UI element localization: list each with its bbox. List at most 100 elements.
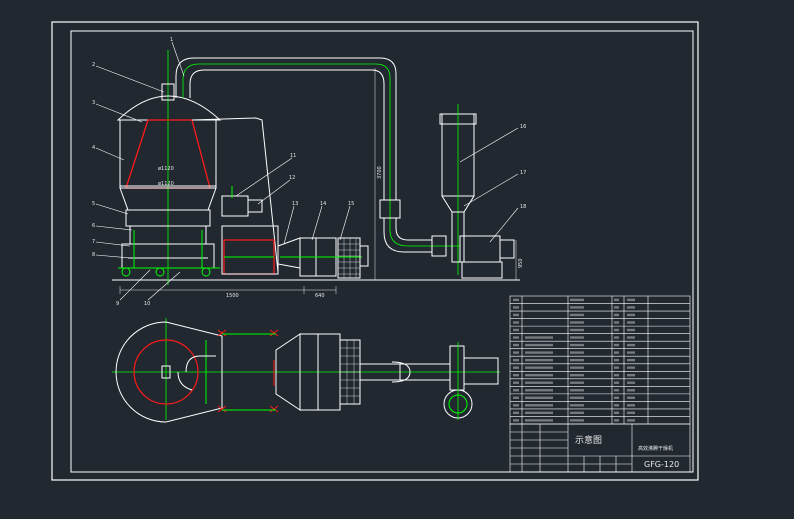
parts-row-mark [570, 313, 584, 317]
dimension-lines [119, 68, 517, 294]
parts-row-mark [513, 389, 519, 392]
svg-text:1: 1 [170, 37, 173, 43]
model-code: GFG-120 [644, 460, 679, 469]
dim-height-duct: 3700 [377, 166, 383, 179]
parts-row-mark [627, 404, 635, 407]
parts-row-mark [627, 336, 635, 339]
parts-row-mark [513, 321, 519, 324]
parts-row-mark [513, 298, 519, 302]
parts-row-mark [525, 404, 553, 407]
parts-row-mark [513, 328, 519, 332]
parts-row-mark [525, 389, 553, 392]
parts-row-mark [525, 381, 553, 384]
parts-list-filler-text [513, 298, 635, 422]
svg-text:8: 8 [92, 252, 95, 258]
parts-row-mark [525, 411, 553, 415]
svg-text:7: 7 [92, 239, 95, 245]
parts-row-mark [513, 366, 519, 369]
title-block [509, 423, 691, 473]
parts-row-mark [525, 373, 553, 377]
cart-wheels [121, 267, 211, 277]
svg-text:17: 17 [520, 170, 526, 176]
svg-text:13: 13 [292, 201, 298, 207]
parts-row-mark [627, 313, 635, 317]
parts-row-mark [627, 306, 635, 309]
inner-border [70, 30, 694, 473]
svg-text:18: 18 [520, 204, 526, 210]
parts-row-mark [614, 389, 619, 392]
svg-text:6: 6 [92, 223, 95, 229]
parts-row-mark [570, 351, 584, 354]
parts-row-mark [627, 389, 635, 392]
parts-row-mark [627, 411, 635, 415]
svg-text:16: 16 [520, 124, 526, 130]
svg-text:12: 12 [289, 175, 295, 181]
parts-row-mark [570, 404, 584, 407]
parts-row-mark [513, 358, 519, 362]
parts-row-mark [525, 366, 553, 369]
parts-row-mark [570, 381, 584, 384]
parts-row-mark [513, 396, 519, 399]
parts-row-mark [513, 404, 519, 407]
parts-row-mark [570, 321, 584, 324]
parts-row-mark [614, 343, 619, 347]
parts-row-mark [513, 419, 519, 422]
parts-row-mark [570, 306, 584, 309]
parts-row-mark [525, 343, 553, 347]
parts-row-mark [614, 419, 619, 422]
parts-row-mark [525, 351, 553, 354]
parts-row-mark [627, 373, 635, 377]
parts-row-mark [570, 389, 584, 392]
dim-chamber-dia-bottom: ø1120 [158, 181, 174, 187]
dryer-top-cap [116, 95, 222, 121]
parts-row-mark [525, 358, 553, 362]
parts-row-mark [627, 381, 635, 384]
outer-border [51, 21, 699, 481]
product-name: 高效沸腾干燥机 [638, 445, 673, 452]
plan-fan [449, 345, 465, 391]
parts-row-mark [513, 351, 519, 354]
parts-row-mark [627, 298, 635, 302]
filter-mesh [337, 237, 361, 279]
parts-row-mark [614, 313, 619, 317]
parts-row-mark [627, 366, 635, 369]
svg-text:5: 5 [92, 201, 95, 207]
part-numbers: 1 2 3 4 5 6 7 8 9 10 11 12 13 14 15 16 1… [92, 37, 526, 307]
parts-row-mark [614, 366, 619, 369]
dim-height-fan: 950 [518, 258, 524, 268]
svg-text:3: 3 [92, 100, 95, 106]
plan-view [112, 318, 500, 423]
leader-lines [95, 41, 519, 301]
exhaust-fan [459, 235, 501, 263]
dim-length-right: 640 [315, 293, 325, 299]
parts-row-mark [513, 411, 519, 415]
parts-row-mark [570, 358, 584, 362]
parts-list-table [509, 295, 691, 425]
parts-row-mark [614, 358, 619, 362]
plan-red-markers [217, 329, 279, 413]
parts-row-mark [627, 351, 635, 354]
parts-row-mark [570, 343, 584, 347]
parts-row-mark [570, 336, 584, 339]
parts-row-mark [570, 366, 584, 369]
plan-chamber-circle [133, 339, 199, 405]
svg-text:10: 10 [144, 301, 150, 307]
drawing-name: 示意图 [575, 434, 602, 446]
parts-row-mark [570, 298, 584, 302]
parts-row-mark [614, 336, 619, 339]
parts-row-mark [627, 358, 635, 362]
parts-row-mark [627, 419, 635, 422]
parts-row-mark [513, 343, 519, 347]
svg-text:14: 14 [320, 201, 326, 207]
parts-row-mark [570, 373, 584, 377]
parts-row-mark [614, 351, 619, 354]
parts-row-mark [614, 328, 619, 332]
parts-row-mark [614, 321, 619, 324]
parts-row-mark [627, 396, 635, 399]
parts-row-mark [627, 321, 635, 324]
svg-text:15: 15 [348, 201, 354, 207]
parts-row-mark [570, 419, 584, 422]
parts-row-mark [513, 373, 519, 377]
fan-base [461, 261, 503, 279]
